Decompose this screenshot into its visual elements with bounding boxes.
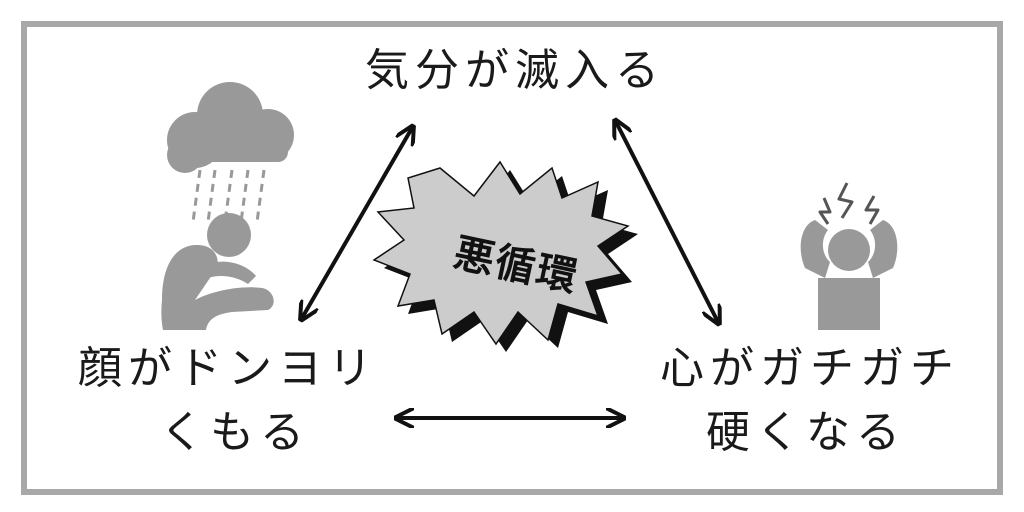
node-right-label-line1: 心がガチガチ	[660, 343, 960, 394]
arrow-top-right	[616, 122, 718, 322]
rain-cloud-icon	[167, 82, 294, 173]
stressed-person-icon	[800, 182, 898, 330]
node-top-label: 気分が滅入る	[365, 45, 665, 96]
sad-person-icon	[161, 213, 274, 330]
node-left-label-line1: 顔がドンヨリ	[78, 343, 378, 394]
node-left-label-line2: くもる	[160, 407, 310, 458]
arrow-top-left	[302, 128, 412, 318]
burst-shape	[372, 160, 638, 352]
node-right-label-line2: 硬くなる	[706, 407, 906, 458]
